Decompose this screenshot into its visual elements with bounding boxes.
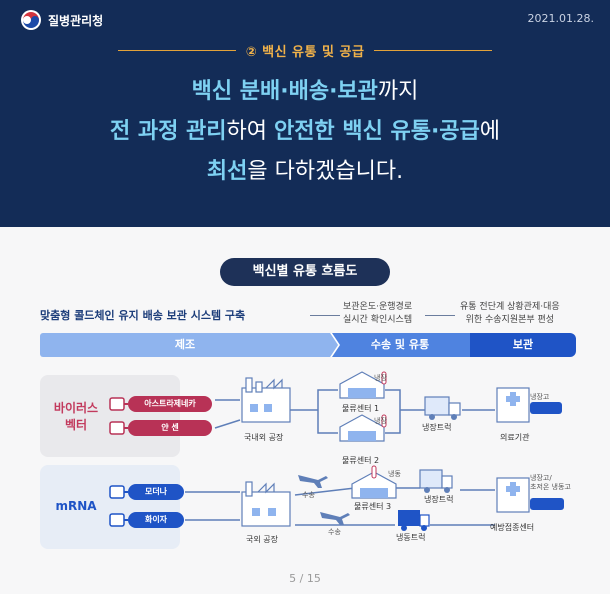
line-viral-2 (214, 419, 241, 429)
stage-transport: 수송 및 유통 (330, 333, 470, 357)
group-viral-vector (40, 375, 180, 457)
group-label-line: 벡터 (64, 418, 88, 432)
line-to-vaccination (430, 489, 495, 526)
stage-storage: 보관 (470, 333, 576, 357)
label-fridge-storage: 냉장고 (530, 393, 550, 401)
system-monitoring-line: 보관온도·운행경로 (343, 302, 413, 312)
group-label-line: 바이러스 (53, 401, 99, 415)
divider-right (374, 49, 493, 51)
label-ultra-cold-line: 냉장고/ (530, 474, 552, 482)
label-fridge-truck-2: 냉장트럭 (424, 495, 454, 504)
system-monitoring: 보관온도·운행경로 실시간 확인시스템 (343, 301, 412, 327)
label-fridge-2: 냉장 (374, 417, 387, 425)
vaccine-janssen: 얀 센 (128, 420, 212, 436)
label-transport-1: 수송 (302, 491, 315, 499)
syringe-icons (109, 397, 128, 527)
label-transport-2: 수송 (328, 528, 341, 536)
section-heading: ② 백신 유통 및 공급 (0, 40, 610, 60)
system-support-line: 유통 전단계 상황관제·대응 (460, 302, 560, 312)
headline-line-1: 백신 분배·배송·보관까지 (0, 72, 610, 112)
headline-emphasis: 백신 분배·배송·보관 (191, 79, 378, 104)
label-freezer-truck: 냉동트럭 (396, 533, 426, 542)
warehouse-1-icon (339, 371, 387, 399)
org-logo: 질병관리청 (20, 9, 103, 31)
headline-emphasis: 전 과정 관리 (109, 119, 227, 144)
headline-emphasis: 최선 (206, 159, 248, 184)
stage-manufacture: 제조 (40, 333, 330, 357)
section-title: ② 백신 유통 및 공급 (245, 44, 365, 60)
line-center-truck (385, 389, 425, 434)
label-fridge-truck: 냉장트럭 (422, 423, 452, 432)
headline: 백신 분배·배송·보관까지 전 과정 관리하여 안전한 백신 유통·공급에 최선… (0, 72, 610, 192)
org-name: 질병관리청 (48, 13, 104, 28)
syringe-icon (109, 397, 128, 411)
vaccination-center-icon (496, 477, 564, 513)
fridge-truck-icon (424, 396, 461, 420)
page-indicator: 5 / 15 (289, 572, 321, 585)
vaccine-pfizer: 화이자 (128, 512, 184, 528)
label-foreign-factory: 국외 공장 (246, 535, 278, 544)
system-connector-1 (310, 315, 340, 316)
header-banner: 질병관리청 2021.01.28. ② 백신 유통 및 공급 백신 분배·배송·… (0, 0, 610, 227)
system-support: 유통 전단계 상황관제·대응 위한 수송지원본부 편성 (460, 301, 560, 327)
warehouse-3-icon (351, 465, 397, 499)
warehouse-2-icon (339, 414, 387, 442)
label-center-1: 물류센터 1 (342, 404, 380, 413)
headline-emphasis: 안전한 백신 유통·공급 (273, 119, 480, 144)
vaccine-moderna: 모더나 (128, 484, 184, 500)
headline-text: 에 (479, 119, 501, 144)
label-freezer: 냉동 (388, 470, 401, 478)
group-label-viral-vector: 바이러스 벡터 (46, 400, 106, 434)
label-medical: 의료기관 (500, 433, 530, 442)
label-ultra-cold-line: 초저온 냉동고 (530, 483, 571, 491)
headline-text: 을 다하겠습니다. (247, 159, 404, 184)
domestic-factory-icon (241, 377, 291, 423)
label-fridge: 냉장 (374, 374, 387, 382)
foreign-factory-icon (241, 481, 291, 527)
freezer-truck-icon (398, 510, 430, 531)
headline-line-3: 최선을 다하겠습니다. (0, 152, 610, 192)
hospital-icon (496, 387, 562, 423)
divider-left (117, 49, 236, 51)
fridge-truck-icon (419, 469, 453, 493)
line-foreign-upper (294, 487, 356, 496)
taegeuk-logo-icon (21, 10, 41, 30)
syringe-icon (109, 513, 128, 527)
system-support-line: 위한 수송지원본부 편성 (465, 315, 555, 325)
system-monitoring-line: 실시간 확인시스템 (343, 315, 413, 325)
syringe-icon (109, 485, 128, 499)
publish-date: 2021.01.28. (527, 12, 594, 25)
label-domestic-factory: 국내외 공장 (244, 433, 284, 442)
syringe-icon (109, 421, 128, 435)
headline-line-2: 전 과정 관리하여 안전한 백신 유통·공급에 (0, 112, 610, 152)
label-ultra-cold: 냉장고/ 초저온 냉동고 (530, 474, 571, 492)
line-factory-split (290, 389, 338, 434)
label-center-3: 물류센터 3 (354, 502, 392, 511)
airplane-icon (320, 512, 350, 525)
group-label-mrna: mRNA (55, 499, 97, 513)
label-center-2: 물류센터 2 (342, 456, 380, 465)
system-row: 맞춤형 콜드체인 유지 배송 보관 시스템 구축 보관온도·운행경로 실시간 확… (0, 300, 610, 330)
headline-text: 하여 (226, 119, 274, 144)
stage-bar: 제조 수송 및 유통 보관 (40, 333, 576, 357)
system-title: 맞춤형 콜드체인 유지 배송 보관 시스템 구축 (40, 309, 246, 322)
group-mrna (40, 465, 180, 549)
headline-text: 까지 (377, 79, 419, 104)
stage-chevron-icon (320, 333, 340, 357)
airplane-icon (298, 475, 328, 488)
label-vaccination-center: 예방접종센터 (490, 523, 535, 532)
vaccine-astrazeneca: 아스트라제네카 (128, 396, 212, 412)
system-connector-2 (425, 315, 455, 316)
flow-title: 백신별 유통 흐름도 (220, 258, 390, 286)
